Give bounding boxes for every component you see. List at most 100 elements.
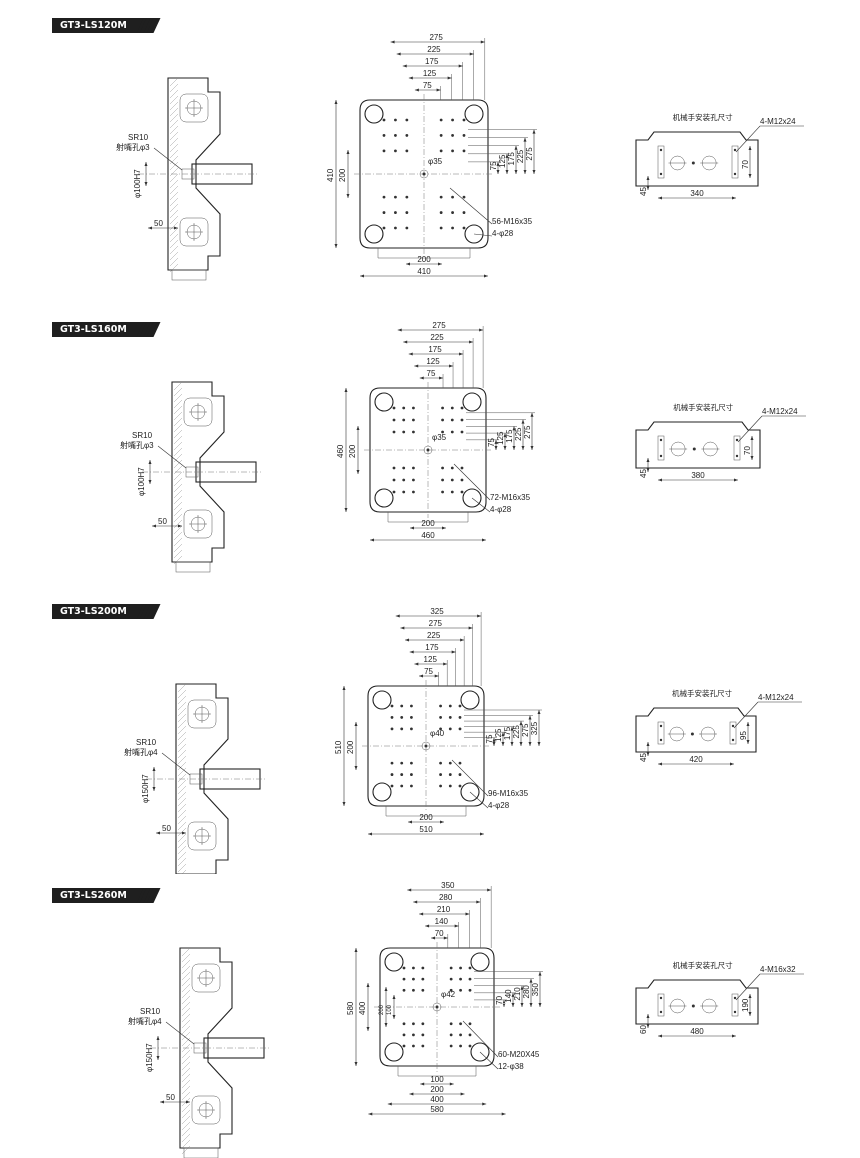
tapped-hole [439,761,442,765]
bottom-outer-dimension: 460 [421,531,435,540]
tapped-hole [448,784,452,788]
top-dimension: 175 [425,57,439,66]
robot-mount-title: 机械手安装孔尺寸 [673,112,733,122]
top-dimension: 225 [427,45,441,54]
depth-label: 50 [158,517,167,526]
robot-height-dimension: 190 [741,998,750,1012]
tapped-hole [412,1033,415,1037]
left-outer-dimension: 580 [346,1001,355,1015]
tapped-hole [458,761,462,765]
tapped-hole [462,195,466,199]
bottom-inner-dimension: 200 [421,519,435,528]
tapped-hole [451,211,454,214]
tapped-hole [421,1044,425,1048]
top-dimension: 125 [424,655,438,664]
tapped-hole [459,1022,462,1026]
left-outer-dimension: 460 [336,444,345,458]
right-dimension: 75 [489,161,498,170]
tap-hole-label: 56-M16x35 [492,217,533,226]
nozzle-radius-label: SR10 [140,1007,161,1016]
tapped-hole [382,226,386,230]
tapped-hole [412,1044,415,1048]
tapped-hole [390,716,394,719]
right-dimension: 275 [525,147,534,161]
robot-mount-title: 机械手安装孔尺寸 [672,688,732,698]
tapped-hole [400,727,404,731]
tapped-hole [449,966,453,970]
tapped-hole [449,988,453,992]
tapped-hole [451,195,454,199]
tapped-hole [421,977,425,981]
depth-label: 50 [166,1093,175,1102]
tapped-hole [412,977,415,981]
tapped-hole [450,478,454,482]
tapped-hole [394,134,397,137]
tapped-hole [394,149,397,153]
tapped-hole [459,1044,462,1048]
tapped-hole [390,761,394,765]
top-dimension: 75 [423,81,432,90]
tapped-hole [451,118,454,122]
tapped-hole [410,704,413,708]
tapped-hole [402,418,406,422]
top-dimension: 125 [423,69,437,78]
tapped-hole [402,466,406,470]
tie-bar-hole-label: 4-φ28 [490,505,512,514]
tapped-hole [448,716,452,719]
tapped-hole [459,988,462,992]
nozzle-hole-label: 射嘴孔φ4 [128,1016,162,1026]
left-inner-dimension: 200 [338,168,347,182]
nozzle-hole-label: 射嘴孔φ3 [116,142,150,152]
tapped-hole [421,1033,425,1037]
top-dimension: 175 [425,643,439,652]
tapped-hole [421,988,425,992]
tapped-hole [394,118,397,122]
tapped-hole [439,149,443,153]
left-inner-dimension: 200 [346,740,355,754]
tapped-hole [402,406,406,410]
tapped-hole [390,727,394,731]
nozzle-radius-label: SR10 [128,133,149,142]
tap-hole-label: 60-M20X45 [498,1050,540,1059]
tapped-hole [468,966,472,970]
tapped-hole [402,988,406,992]
tapped-hole [390,784,394,788]
robot-tap-label: 4-M12x24 [760,117,796,126]
tapped-hole [468,1022,472,1026]
tapped-hole [392,466,396,470]
tapped-hole [410,716,413,719]
tapped-hole [421,966,425,970]
right-dimension: 275 [521,723,530,737]
tapped-hole [439,134,443,137]
top-dimension: 280 [439,893,453,902]
tapped-hole [449,1033,453,1037]
tapped-hole [450,490,454,494]
tapped-hole [405,134,409,137]
top-dimension: 225 [430,333,444,342]
tapped-hole [412,966,415,970]
tapped-hole [392,406,396,410]
tapped-hole [439,195,443,199]
top-dimension: 275 [432,321,446,330]
tapped-hole [400,716,404,719]
tapped-hole [390,704,394,708]
tapped-hole [449,1044,453,1048]
robot-offset-dimension: 45 [639,753,648,762]
bottom-inner-dimension: 200 [419,813,433,822]
tapped-hole [451,226,454,230]
right-dimension: 225 [512,725,521,739]
robot-width-dimension: 480 [690,1027,704,1036]
right-dimension: 70 [495,995,504,1004]
center-hole-label: φ35 [432,433,447,442]
tapped-hole [382,211,386,214]
tapped-hole [460,490,464,494]
tapped-hole [460,466,464,470]
tapped-hole [402,478,406,482]
